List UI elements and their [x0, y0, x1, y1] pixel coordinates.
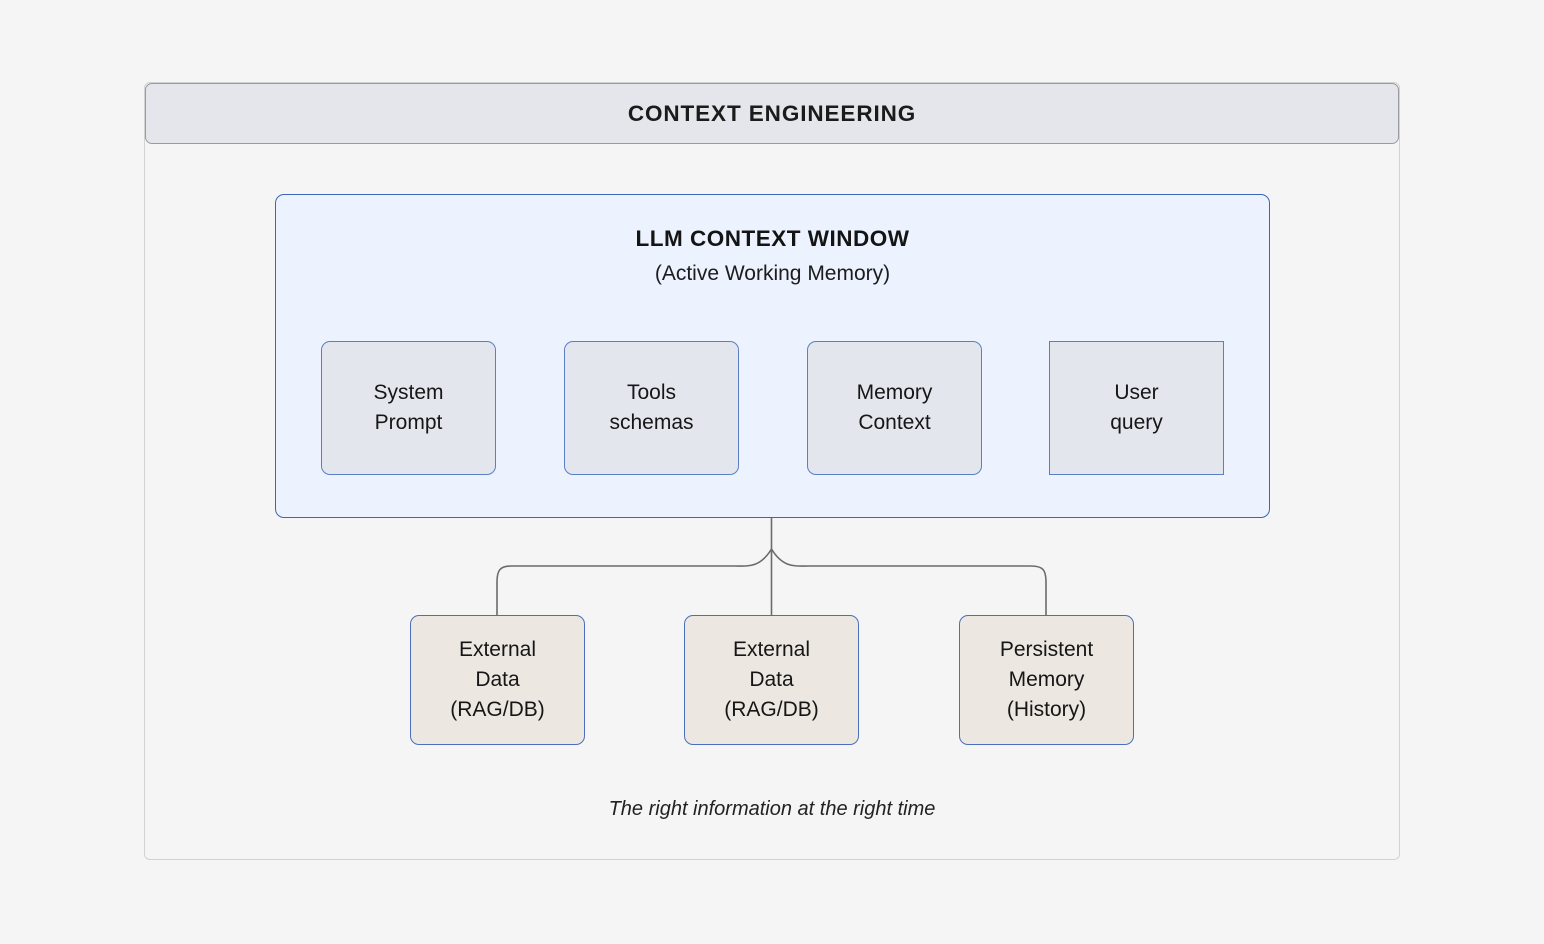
- source-label-line2: Memory: [1008, 667, 1085, 691]
- component-label-line1: Tools: [626, 380, 677, 404]
- source-label-line3: (History): [1006, 698, 1087, 722]
- source-label-line2: Data: [749, 667, 794, 691]
- component-label-line2: schemas: [609, 411, 694, 434]
- component-label-line2: query: [1110, 411, 1163, 434]
- source-external-data-2[interactable]: External Data (RAG/DB): [684, 615, 859, 745]
- context-component-memory-context[interactable]: Memory Context: [807, 341, 982, 475]
- context-window-heading: LLM CONTEXT WINDOW: [635, 226, 910, 251]
- diagram-caption: The right information at the right time: [608, 798, 936, 820]
- source-label-line1: Persistent: [999, 637, 1094, 661]
- diagram-title-bar: CONTEXT ENGINEERING: [145, 83, 1399, 144]
- source-persistent-memory[interactable]: Persistent Memory (History): [959, 615, 1134, 745]
- source-label-line1: External: [732, 637, 811, 661]
- component-label-line1: Memory: [856, 380, 933, 404]
- source-external-data-1[interactable]: External Data (RAG/DB): [410, 615, 585, 745]
- context-component-user-query[interactable]: User query: [1049, 341, 1224, 475]
- llm-context-window-panel: LLM CONTEXT WINDOW (Active Working Memor…: [275, 194, 1270, 518]
- component-label-line2: Context: [858, 411, 931, 434]
- context-window-subheading: (Active Working Memory): [654, 262, 891, 285]
- context-component-system-prompt[interactable]: System Prompt: [321, 341, 496, 475]
- component-label-line1: System: [373, 380, 444, 404]
- component-label-line1: User: [1114, 380, 1159, 404]
- source-label-line2: Data: [475, 667, 520, 691]
- component-label-line2: Prompt: [374, 411, 443, 434]
- source-label-line3: (RAG/DB): [450, 698, 545, 722]
- context-component-tools-schemas[interactable]: Tools schemas: [564, 341, 739, 475]
- source-label-line3: (RAG/DB): [724, 698, 819, 722]
- page-title: CONTEXT ENGINEERING: [627, 100, 917, 126]
- source-label-line1: External: [458, 637, 537, 661]
